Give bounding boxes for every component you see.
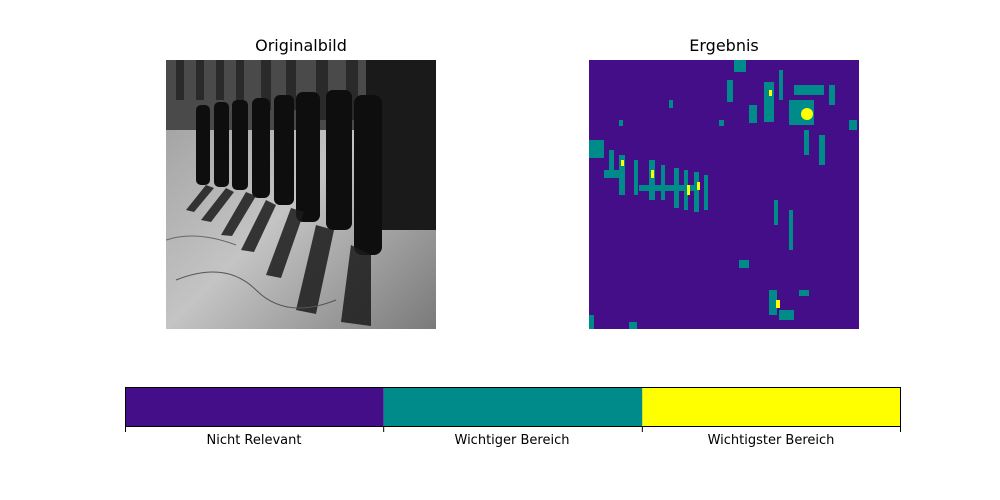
result-heatmap <box>589 60 859 329</box>
colorbar-segment-wichtigster-bereich <box>642 387 901 427</box>
colorbar-border <box>125 387 901 427</box>
original-image-title: Originalbild <box>255 36 347 55</box>
colorbar-segment-wichtiger-bereich <box>383 387 643 427</box>
result-image-title: Ergebnis <box>689 36 759 55</box>
colorbar-label-wichtiger-bereich: Wichtiger Bereich <box>454 433 570 448</box>
colorbar-ticks <box>125 427 901 432</box>
original-image <box>166 60 436 329</box>
original-photo-graphic <box>166 60 436 329</box>
heatmap-important-regions <box>589 60 857 329</box>
colorbar-label-nicht-relevant: Nicht Relevant <box>206 433 302 448</box>
colorbar <box>125 387 901 427</box>
heatmap-background <box>589 60 859 329</box>
colorbar-label-wichtigster-bereich: Wichtigster Bereich <box>707 433 835 448</box>
result-heatmap-graphic <box>589 60 859 329</box>
colorbar-segment-nicht-relevant <box>125 387 384 427</box>
heatmap-most-important-regions <box>621 90 813 308</box>
